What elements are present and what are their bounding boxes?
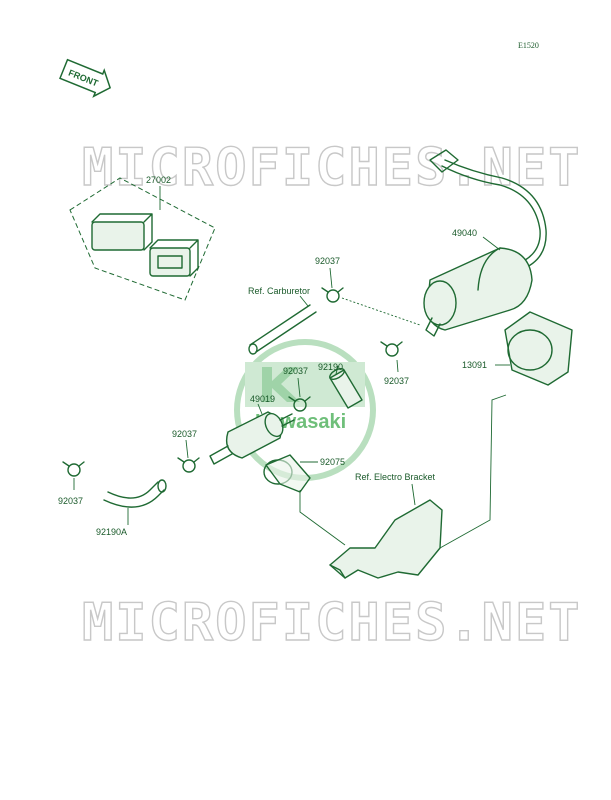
part-label-49040: 49040 [452,228,477,238]
part-49019-fuel-filter: 49019 [209,394,295,465]
part-label-92037-left: 92037 [172,429,197,439]
clamp-92037-bottom: 92037 [58,461,85,506]
part-label-27002: 27002 [146,175,171,185]
ref-carburetor-label: Ref. Carburetor [248,286,310,296]
part-92190-hose: 92190 [318,362,363,409]
watermark-top: MICROFICHES.NET [82,138,582,198]
part-49040-fuel-pump: 49040 [423,149,547,337]
part-label-92037-mid: 92037 [283,366,308,376]
kawasaki-logo-watermark: Kawasaki [234,339,376,481]
clamp-92037-right: 92037 [380,341,409,386]
clamp-92037-mid: 92037 [283,366,311,412]
electro-bracket: Ref. Electro Bracket [299,394,507,579]
ref-electro-bracket-label: Ref. Electro Bracket [355,472,436,482]
part-27002-group: 27002 [69,175,216,301]
part-label-92037-bottom: 92037 [58,496,83,506]
clamp-92037-left: 92037 [172,429,200,473]
part-label-92190: 92190 [318,362,343,372]
part-label-13091: 13091 [462,360,487,370]
part-92075-holder: 92075 [263,454,345,493]
part-label-92075: 92075 [320,457,345,467]
front-arrow-icon: FRONT [59,58,112,98]
clamp-92037-top: 92037 [315,256,344,303]
carburetor-hose: Ref. Carburetor [248,286,317,355]
diagram-code: E1520 [518,41,539,50]
part-label-92037-right: 92037 [384,376,409,386]
part-13091-bracket: 13091 [462,311,573,386]
part-label-49019: 49019 [250,394,275,404]
part-92190A-hose: 92190A [96,479,167,537]
part-label-92190A: 92190A [96,527,127,537]
part-label-92037-top: 92037 [315,256,340,266]
watermark-bottom: MICROFICHES.NET [82,593,582,653]
